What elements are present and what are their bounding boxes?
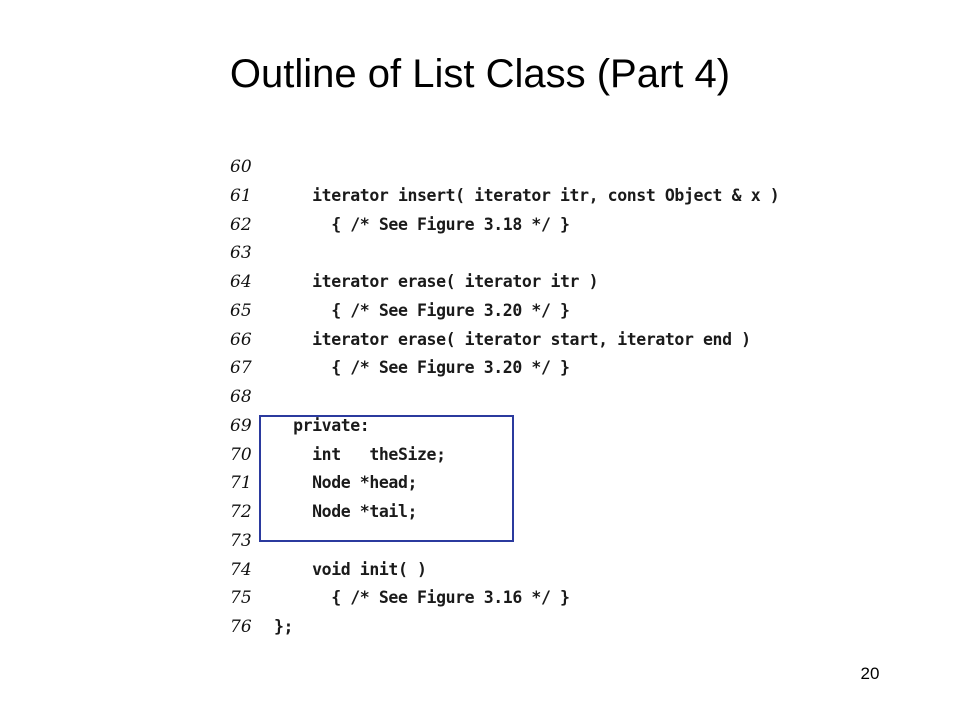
slide-title: Outline of List Class (Part 4) — [229, 52, 731, 96]
line-number: 70 — [230, 444, 252, 465]
line-code: Node *tail; — [274, 502, 418, 521]
code-line: 65 { /* See Figure 3.20 */ } — [230, 297, 790, 326]
line-number: 68 — [230, 387, 252, 407]
line-number: 62 — [230, 214, 252, 235]
code-line: 76 }; — [230, 613, 790, 642]
line-code: iterator erase( iterator start, iterator… — [274, 329, 751, 349]
line-number: 74 — [230, 559, 252, 580]
code-line: 62 { /* See Figure 3.18 */ } — [230, 211, 790, 240]
line-code: }; — [274, 617, 294, 636]
private-section-highlight-box — [259, 415, 514, 542]
line-number: 75 — [230, 588, 252, 609]
line-code: { /* See Figure 3.16 */ } — [274, 588, 570, 608]
line-code: int theSize; — [274, 444, 446, 464]
code-line: 70 int theSize; — [230, 441, 790, 470]
line-number: 67 — [230, 358, 252, 379]
code-line: 66 iterator erase( iterator start, itera… — [230, 326, 790, 355]
code-line: 60 — [230, 153, 790, 182]
code-line: 73 — [230, 527, 790, 556]
code-line: 63 — [230, 239, 790, 268]
line-number: 73 — [230, 530, 252, 551]
line-code: { /* See Figure 3.18 */ } — [274, 214, 570, 234]
code-listing: 60 61 iterator insert( iterator itr, con… — [230, 153, 790, 642]
code-line: 67 { /* See Figure 3.20 */ } — [230, 354, 790, 383]
code-line: 68 — [230, 383, 790, 412]
line-code: { /* See Figure 3.20 */ } — [274, 358, 570, 378]
code-line: 75 { /* See Figure 3.16 */ } — [230, 584, 790, 613]
line-number: 71 — [230, 473, 252, 494]
line-number: 65 — [230, 300, 252, 321]
line-number: 63 — [230, 243, 252, 264]
line-code: iterator insert( iterator itr, const Obj… — [274, 185, 780, 205]
line-code: { /* See Figure 3.20 */ } — [274, 300, 570, 320]
line-code: void init( ) — [274, 559, 427, 579]
line-number: 66 — [230, 329, 252, 350]
line-number: 69 — [230, 415, 252, 436]
code-line: 69 private: — [230, 412, 790, 441]
line-number: 64 — [230, 272, 252, 292]
code-line: 64 iterator erase( iterator itr ) — [230, 268, 790, 297]
line-number: 76 — [230, 617, 252, 637]
code-line: 74 void init( ) — [230, 556, 790, 585]
code-line: 61 iterator insert( iterator itr, const … — [230, 182, 790, 211]
line-code: Node *head; — [274, 473, 418, 493]
page-number: 20 — [860, 664, 880, 683]
line-code: iterator erase( iterator itr ) — [274, 272, 599, 291]
line-number: 72 — [230, 502, 252, 522]
line-number: 60 — [230, 157, 252, 177]
code-line: 71 Node *head; — [230, 469, 790, 498]
line-code: private: — [274, 415, 370, 435]
line-number: 61 — [230, 185, 252, 206]
code-line: 72 Node *tail; — [230, 498, 790, 527]
